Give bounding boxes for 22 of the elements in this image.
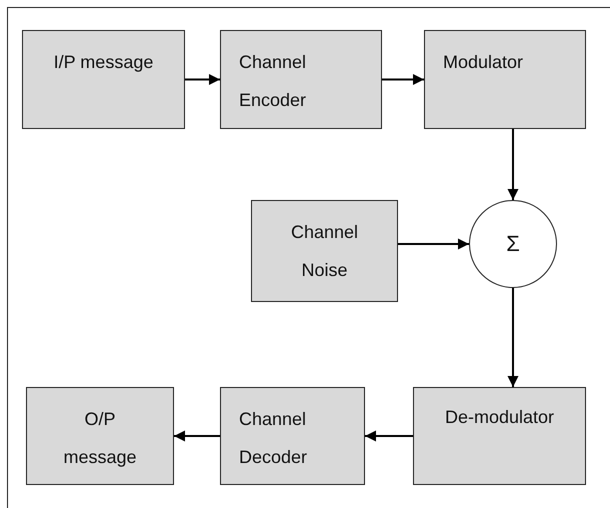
arrow [398, 238, 469, 250]
box-label: Channel Encoder [239, 51, 308, 112]
arrow [382, 74, 424, 85]
arrow [185, 74, 220, 85]
arrow [365, 430, 413, 442]
box-label: De-modulator [444, 406, 554, 429]
process-box [251, 200, 398, 302]
box-label: I/P message [54, 51, 154, 74]
process-box [22, 30, 185, 129]
process-box [220, 30, 382, 129]
arrow [508, 129, 518, 200]
process-box [26, 387, 174, 485]
box-label: Channel Noise [290, 221, 360, 282]
process-box [413, 387, 586, 485]
process-box [220, 387, 365, 485]
arrow [174, 430, 220, 442]
box-label: Modulator [443, 51, 524, 74]
process-box [424, 30, 586, 129]
box-label: O/P message [62, 408, 138, 469]
box-label: Channel Decoder [239, 408, 308, 469]
sigma-symbol: Σ [506, 230, 520, 258]
arrow [508, 288, 518, 387]
